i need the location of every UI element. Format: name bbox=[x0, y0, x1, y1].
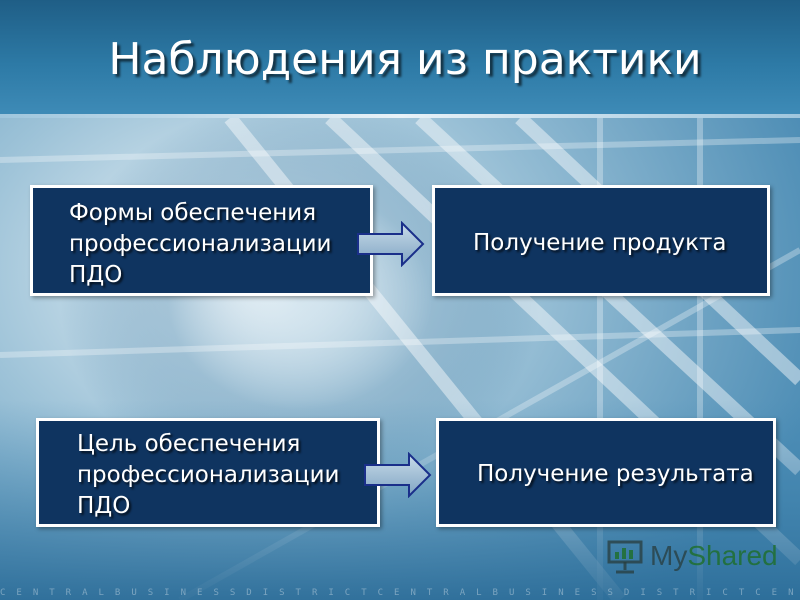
box-result-label: Получение результата bbox=[477, 461, 754, 487]
watermark-text: MyShared bbox=[650, 540, 778, 572]
title-banner bbox=[0, 0, 800, 118]
box-forms-label: Формы обеспечения профессионализации ПДО bbox=[69, 200, 332, 288]
right-arrow-icon bbox=[364, 452, 432, 498]
box-product: Получение продукта bbox=[432, 185, 770, 296]
watermark-brand-my: My bbox=[650, 540, 688, 571]
box-goal-of-professionalization: Цель обеспечения профессионализации ПДО bbox=[36, 418, 380, 527]
box-result: Получение результата bbox=[436, 418, 776, 527]
watermark-brand-shared: Shared bbox=[687, 540, 778, 571]
box-goal-label: Цель обеспечения профессионализации ПДО bbox=[77, 431, 340, 519]
slide-title: Наблюдения из практики bbox=[108, 34, 702, 85]
box-forms-of-professionalization: Формы обеспечения профессионализации ПДО bbox=[30, 185, 373, 296]
right-arrow-icon bbox=[357, 221, 425, 267]
footer-strip: CENTRALBUSINESSDISTRICTCENTRALBUSINESSDI… bbox=[0, 588, 800, 598]
presentation-board-icon bbox=[607, 540, 643, 574]
box-product-label: Получение продукта bbox=[473, 230, 727, 256]
